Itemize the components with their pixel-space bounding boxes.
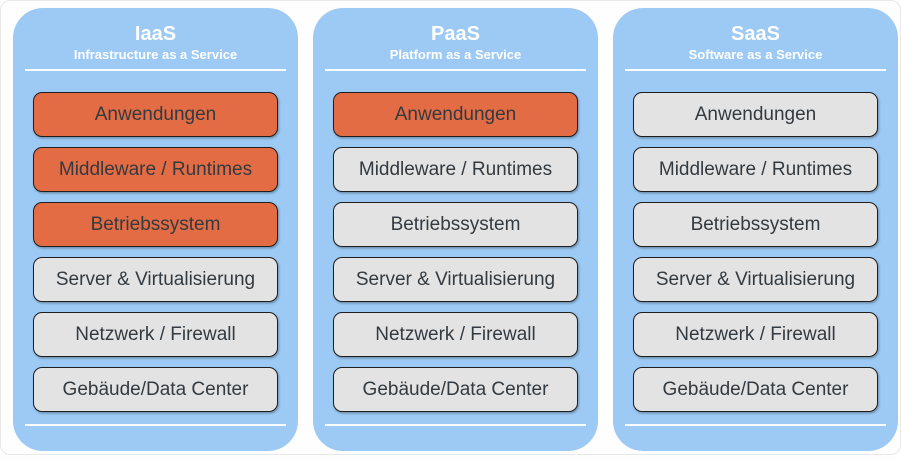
layer-label: Gebäude/Data Center: [362, 378, 549, 400]
panel-subtitle: Infrastructure as a Service: [73, 47, 238, 62]
panel-title: PaaS: [431, 23, 480, 45]
footer-divider: [25, 424, 286, 426]
layer-box: Gebäude/Data Center: [333, 367, 578, 412]
layer-label: Betriebssystem: [390, 213, 521, 235]
layer-box: Middleware / Runtimes: [333, 147, 578, 192]
layer-box: Server & Virtualisierung: [633, 257, 878, 302]
layer-label: Anwendungen: [94, 103, 217, 125]
layer-label: Middleware / Runtimes: [658, 158, 853, 180]
panel-title: SaaS: [731, 23, 780, 45]
layer-box: Betriebssystem: [33, 202, 278, 247]
panels-row: IaaS Infrastructure as a Service Anwendu…: [13, 8, 898, 451]
panel-title: IaaS: [134, 23, 177, 45]
layer-box: Anwendungen: [33, 92, 278, 137]
layer-box: Anwendungen: [633, 92, 878, 137]
footer-divider: [625, 424, 886, 426]
layer-box: Gebäude/Data Center: [33, 367, 278, 412]
layer-stack: Anwendungen Middleware / Runtimes Betrie…: [33, 92, 278, 412]
layer-label: Gebäude/Data Center: [62, 378, 249, 400]
layer-label: Middleware / Runtimes: [358, 158, 553, 180]
layer-label: Server & Virtualisierung: [655, 268, 856, 290]
layer-label: Betriebssystem: [90, 213, 221, 235]
layer-box: Server & Virtualisierung: [33, 257, 278, 302]
header-divider: [25, 69, 286, 71]
layer-label: Anwendungen: [394, 103, 517, 125]
layer-label: Anwendungen: [694, 103, 817, 125]
layer-box: Server & Virtualisierung: [333, 257, 578, 302]
header-divider: [325, 69, 586, 71]
layer-box: Netzwerk / Firewall: [633, 312, 878, 357]
layer-label: Betriebssystem: [690, 213, 821, 235]
panel-saas: SaaS Software as a Service Anwendungen M…: [613, 8, 898, 451]
footer-divider: [325, 424, 586, 426]
panel-iaas: IaaS Infrastructure as a Service Anwendu…: [13, 8, 298, 451]
layer-label: Netzwerk / Firewall: [675, 323, 836, 345]
layer-box: Middleware / Runtimes: [633, 147, 878, 192]
layer-label: Netzwerk / Firewall: [375, 323, 536, 345]
header-divider: [625, 69, 886, 71]
layer-box: Betriebssystem: [633, 202, 878, 247]
layer-box: Middleware / Runtimes: [33, 147, 278, 192]
layer-box: Betriebssystem: [333, 202, 578, 247]
layer-box: Gebäude/Data Center: [633, 367, 878, 412]
layer-box: Anwendungen: [333, 92, 578, 137]
layer-stack: Anwendungen Middleware / Runtimes Betrie…: [633, 92, 878, 412]
layer-label: Middleware / Runtimes: [58, 158, 253, 180]
panel-paas: PaaS Platform as a Service Anwendungen M…: [313, 8, 598, 451]
layer-box: Netzwerk / Firewall: [333, 312, 578, 357]
layer-label: Gebäude/Data Center: [662, 378, 849, 400]
layer-label: Server & Virtualisierung: [55, 268, 256, 290]
layer-stack: Anwendungen Middleware / Runtimes Betrie…: [333, 92, 578, 412]
layer-label: Netzwerk / Firewall: [75, 323, 236, 345]
layer-label: Server & Virtualisierung: [355, 268, 556, 290]
panel-subtitle: Platform as a Service: [389, 47, 522, 62]
layer-box: Netzwerk / Firewall: [33, 312, 278, 357]
panel-subtitle: Software as a Service: [688, 47, 823, 62]
